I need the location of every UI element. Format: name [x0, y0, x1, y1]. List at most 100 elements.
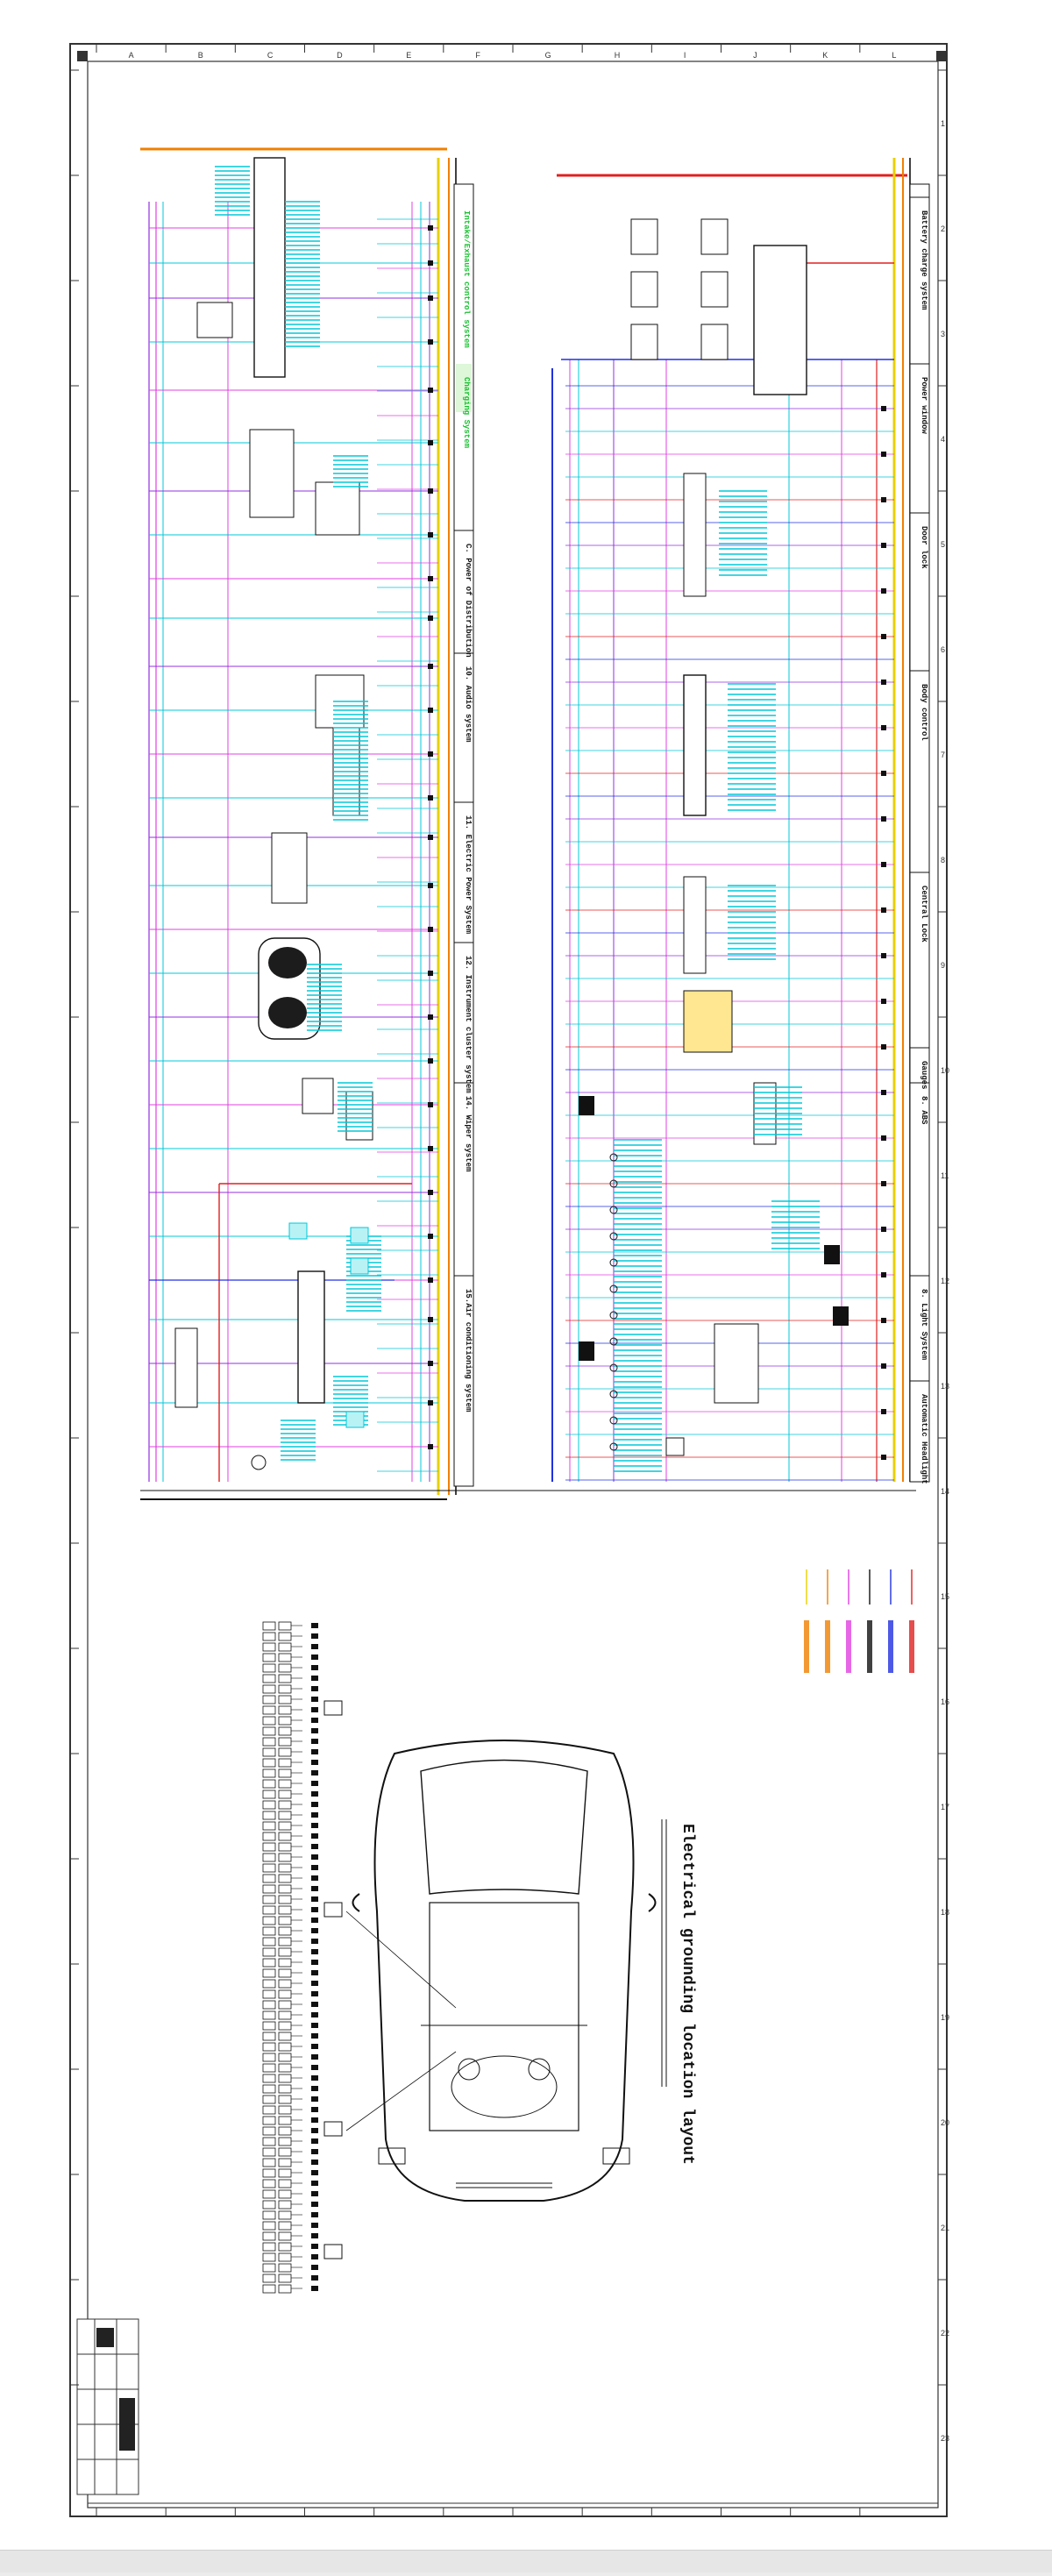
- ground-symbol: [311, 1981, 318, 1986]
- ground-list-cell: [278, 1705, 292, 1715]
- ground-list-cell: [262, 1758, 276, 1768]
- ground-list-cell: [262, 1705, 276, 1715]
- ground-symbol: [311, 1928, 318, 1933]
- ground-list-cell: [278, 1737, 292, 1747]
- ground-symbol: [311, 2191, 318, 2196]
- ground-symbol: [311, 1875, 318, 1881]
- ground-list-cell: [262, 1811, 276, 1820]
- viewer-bottom-bar: [0, 2550, 1052, 2572]
- ruler-letter: H: [615, 51, 621, 60]
- ruler-number: 4: [941, 435, 945, 444]
- ground-list-cell: [262, 1926, 276, 1936]
- legend-label-bar: [804, 1620, 809, 1673]
- car-outline: [352, 1740, 657, 2202]
- ground-list-cell: [278, 1800, 292, 1810]
- ground-list-cell: [262, 1905, 276, 1915]
- ground-symbol: [311, 2244, 318, 2249]
- ground-symbol: [311, 1770, 318, 1775]
- ground-marker: [428, 664, 433, 669]
- ruler-letter: E: [406, 51, 411, 60]
- ground-list-cell: [262, 2242, 276, 2252]
- ruler-letter: A: [129, 51, 134, 60]
- ground-symbol: [311, 1833, 318, 1839]
- ground-list-cell: [262, 2158, 276, 2167]
- wire-color-legend: [804, 1569, 914, 1673]
- ground-list-cell: [278, 2010, 292, 2020]
- ground-list-cell: [262, 2126, 276, 2136]
- ground-symbol: [311, 2096, 318, 2102]
- ground-list-cell: [278, 2126, 292, 2136]
- ground-list-cell: [262, 2042, 276, 2052]
- ground-marker: [881, 1227, 886, 1232]
- section-label: 15.Air conditioning system: [464, 1289, 473, 1413]
- ground-symbol: [311, 2086, 318, 2091]
- ground-list-cell: [278, 2137, 292, 2146]
- terminal: [609, 1416, 618, 1425]
- ground-marker: [428, 260, 433, 266]
- ground-marker: [881, 1135, 886, 1141]
- fuse-5: [630, 324, 658, 360]
- ground-symbol: [311, 2202, 318, 2207]
- ground-symbol: [311, 2265, 318, 2270]
- gauge-left: [268, 947, 307, 978]
- ground-list-cell: [278, 1863, 292, 1873]
- ground-symbol: [311, 1665, 318, 1670]
- ground-marker: [428, 616, 433, 621]
- ground-marker: [428, 532, 433, 537]
- ground-list-cell: [278, 1895, 292, 1904]
- ground-list-cell: [262, 2147, 276, 2157]
- ground-list-cell: [262, 1884, 276, 1894]
- ground-list-cell: [278, 2095, 292, 2104]
- ground-list-cell: [278, 2084, 292, 2094]
- ground-list-cell: [278, 1874, 292, 1883]
- ground-marker: [428, 339, 433, 345]
- ground-list-cell: [262, 2231, 276, 2241]
- ground-list-cell: [262, 1853, 276, 1862]
- component-black: [824, 1245, 840, 1264]
- ground-list-cell: [278, 2021, 292, 2031]
- ground-symbol: [311, 2286, 318, 2291]
- ground-symbol: [311, 2107, 318, 2112]
- section-label: Gauges: [920, 1061, 928, 1089]
- ground-list-cell: [278, 2116, 292, 2125]
- ground-list-cell: [262, 1716, 276, 1726]
- ground-symbol: [311, 2233, 318, 2238]
- ruler-letter: F: [475, 51, 480, 60]
- ground-symbol: [311, 2023, 318, 2028]
- section-label: 12. Instrument cluster system: [464, 956, 473, 1093]
- ruler-number: 22: [941, 2329, 949, 2338]
- ground-marker: [428, 576, 433, 581]
- power-box: [271, 832, 308, 904]
- terminal: [609, 1153, 618, 1162]
- ground-symbol: [311, 2054, 318, 2060]
- ground-list-cell: [262, 2189, 276, 2199]
- legend-label-bar: [867, 1620, 872, 1673]
- ground-list-cell: [262, 1821, 276, 1831]
- ground-list-cell: [278, 2221, 292, 2231]
- ground-list-cell: [278, 2168, 292, 2178]
- ground-list-cell: [262, 1684, 276, 1694]
- outer-border: [69, 43, 948, 2517]
- ground-list-cell: [278, 2231, 292, 2241]
- ground-marker: [881, 1409, 886, 1414]
- ruler-number: 5: [941, 540, 945, 549]
- connector-block: [350, 1227, 369, 1244]
- blower: [251, 1455, 267, 1470]
- ground-marker: [428, 1058, 433, 1064]
- ground-marker: [428, 883, 433, 888]
- ground-marker: [881, 1455, 886, 1460]
- ground-symbol: [311, 1654, 318, 1660]
- ground-list-cell: [262, 2095, 276, 2104]
- ground-list-cell: [262, 1947, 276, 1957]
- grounding-title: Electrical grounding location layout: [679, 1824, 696, 2165]
- ground-list-cell: [262, 2179, 276, 2188]
- legend-label-bar: [846, 1620, 851, 1673]
- ground-list-cell: [278, 1926, 292, 1936]
- legend-label-bar: [825, 1620, 830, 1673]
- ruler-number: 1: [941, 119, 945, 128]
- ground-list-cell: [262, 1779, 276, 1789]
